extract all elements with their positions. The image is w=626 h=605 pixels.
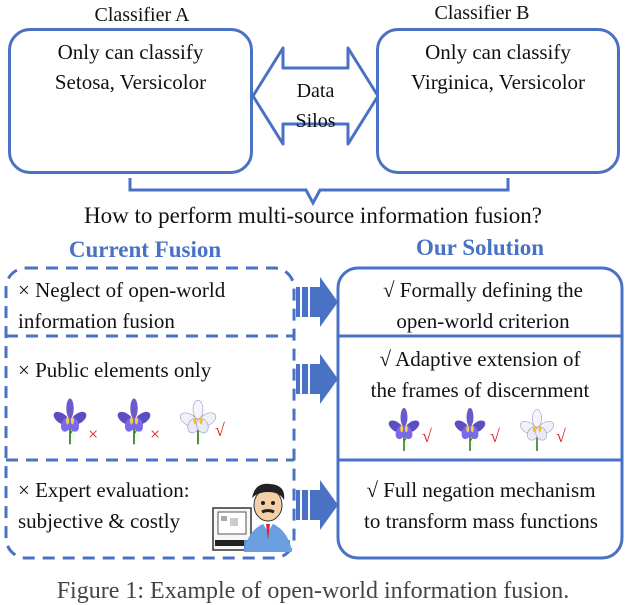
classifier-a-line1: Only can classify bbox=[57, 40, 204, 64]
data-silos-line2: Silos bbox=[295, 110, 336, 132]
our-solution-frame bbox=[336, 266, 624, 560]
data-silos-line1: Data bbox=[296, 80, 335, 102]
cross-mark: × bbox=[88, 424, 99, 444]
data-silos-label: Data Silos bbox=[283, 76, 348, 136]
current-fusion-row-1: × Neglect of open-world information fusi… bbox=[18, 275, 288, 337]
expert-person-icon bbox=[212, 483, 292, 552]
check-mark: √ bbox=[215, 420, 225, 440]
our-solution-row-1: √ Formally defining the open-world crite… bbox=[348, 275, 618, 337]
current-fusion-row-3: × Expert evaluation: subjective & costly bbox=[18, 475, 218, 537]
current-fusion-heading: Current Fusion bbox=[68, 237, 222, 262]
os-row3-line1: √ Full negation mechanism bbox=[366, 478, 596, 502]
fusion-question: How to perform multi-source information … bbox=[84, 203, 542, 228]
arrow-row-3 bbox=[296, 480, 338, 530]
os-row2-line1: √ Adaptive extension of bbox=[379, 347, 581, 371]
check-mark: √ bbox=[422, 426, 432, 446]
classifier-a-line2: Setosa, Versicolor bbox=[54, 70, 207, 94]
iris-virginica-icon-os bbox=[451, 407, 489, 452]
classifier-b-label: Classifier B bbox=[434, 2, 530, 24]
os-row1-line1: √ Formally defining the bbox=[383, 278, 583, 302]
iris-versicolor-icon-os bbox=[517, 408, 557, 452]
cf-row1-line1: × Neglect of open-world bbox=[18, 278, 226, 302]
cf-row3-line1: × Expert evaluation: bbox=[18, 478, 190, 502]
our-solution-row-3: √ Full negation mechanism to transform m… bbox=[342, 475, 620, 537]
current-fusion-frame bbox=[4, 266, 296, 560]
merge-bracket bbox=[128, 178, 510, 207]
classifier-a-box: Only can classify Setosa, Versicolor bbox=[8, 28, 253, 174]
check-mark: √ bbox=[490, 426, 500, 446]
cf-row3-line2: subjective & costly bbox=[18, 509, 181, 533]
iris-setosa-icon-os bbox=[385, 407, 423, 452]
classifier-a-label: Classifier A bbox=[94, 4, 190, 26]
diagram-graphics bbox=[4, 46, 624, 560]
os-row1-line2: open-world criterion bbox=[396, 309, 570, 333]
arrow-row-2 bbox=[296, 354, 338, 404]
classifier-b-line1: Only can classify bbox=[425, 40, 571, 64]
os-row3-line2: to transform mass functions bbox=[364, 509, 598, 533]
os-row2-line2: the frames of discernment bbox=[370, 378, 590, 402]
iris-setosa-icon-cf bbox=[50, 397, 90, 446]
iris-versicolor-icon-cf bbox=[176, 399, 220, 446]
cf-row2-line1: × Public elements only bbox=[18, 358, 212, 382]
cf-row1-line2: information fusion bbox=[18, 309, 175, 333]
cross-mark: × bbox=[150, 424, 161, 444]
classifier-b-line2: Virginica, Versicolor bbox=[410, 70, 586, 94]
iris-virginica-icon-cf bbox=[114, 397, 154, 446]
our-solution-heading: Our Solution bbox=[415, 235, 545, 260]
classifier-b-box: Only can classify Virginica, Versicolor bbox=[376, 28, 620, 174]
arrow-row-1 bbox=[296, 277, 338, 327]
our-solution-row-2: √ Adaptive extension of the frames of di… bbox=[342, 344, 618, 406]
current-fusion-row-2: × Public elements only bbox=[18, 355, 288, 386]
check-mark: √ bbox=[556, 426, 566, 446]
